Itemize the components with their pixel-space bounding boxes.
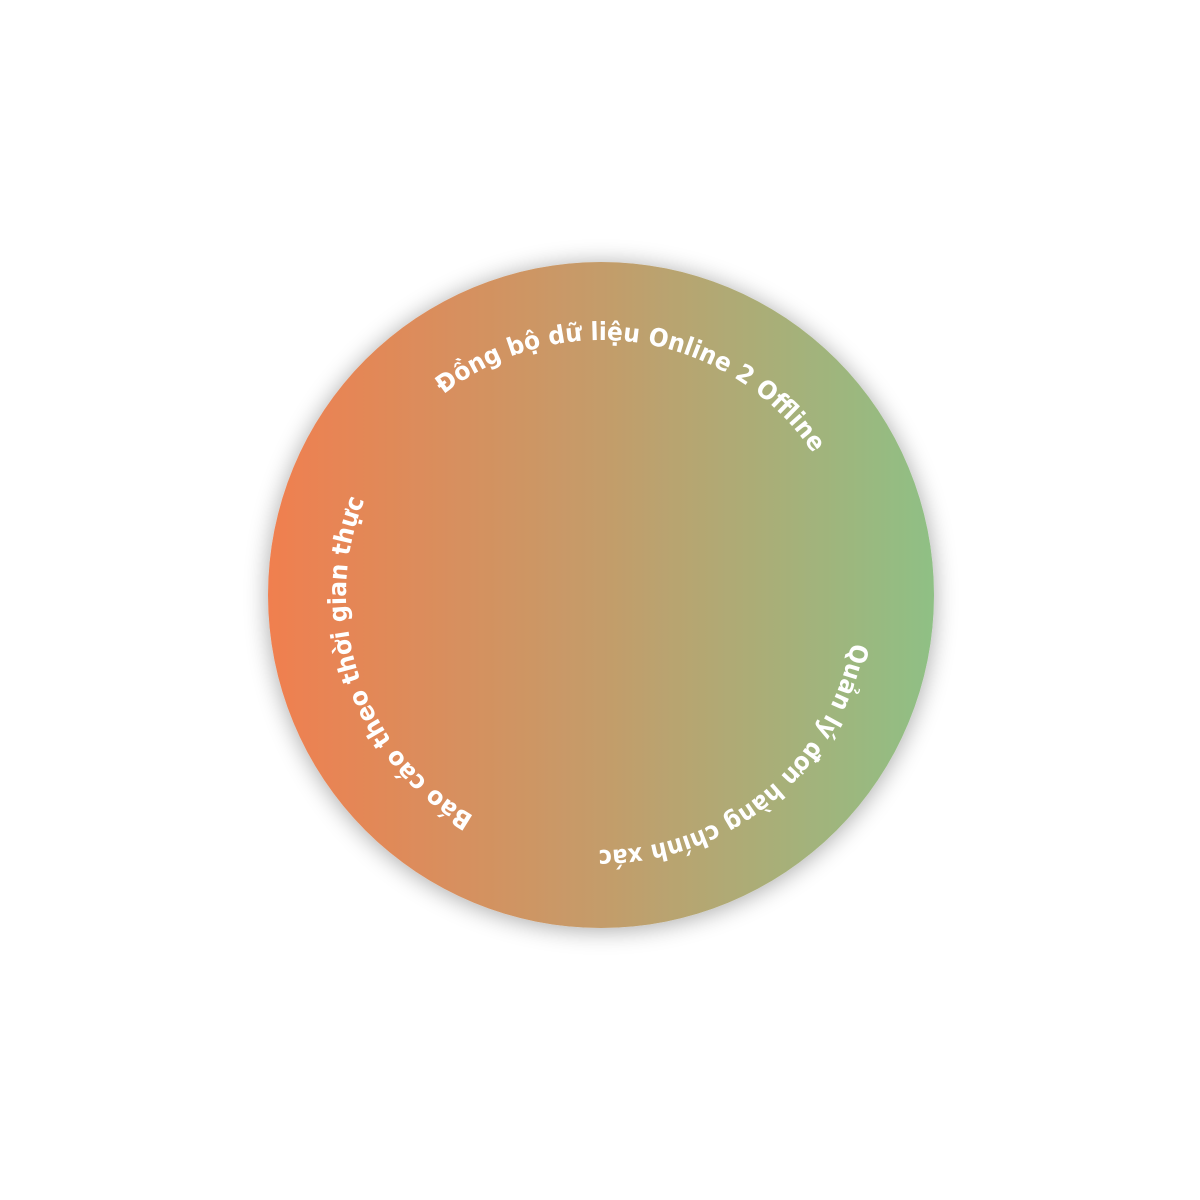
gradient-circle [268, 262, 934, 928]
